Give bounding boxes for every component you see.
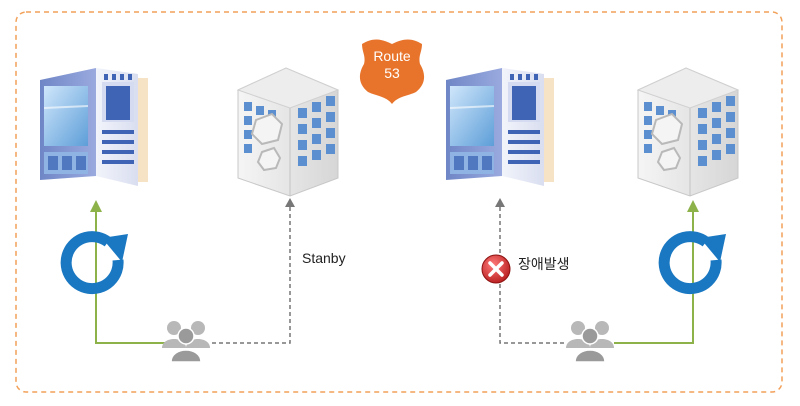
route53-label-line2: 53 xyxy=(384,65,400,81)
active-path-line xyxy=(95,210,168,344)
failover-path-line xyxy=(614,210,694,344)
backup-server-icon xyxy=(237,67,339,197)
users-icon xyxy=(161,320,211,363)
diagram-frame xyxy=(15,11,783,393)
standby-path-line xyxy=(212,206,291,344)
route53-shield-icon xyxy=(359,39,425,104)
failover-arrow-icon-right xyxy=(664,234,726,289)
users-icon-right xyxy=(565,320,615,363)
failover-arrow-icon xyxy=(66,234,128,289)
standby-path-arrowhead xyxy=(285,198,295,207)
route53-label-line1: Route xyxy=(373,48,411,64)
backup-server-active-icon xyxy=(637,67,739,197)
standby-label: Stanby xyxy=(302,250,346,266)
failure-label: 장애발생 xyxy=(518,256,570,272)
error-icon xyxy=(481,254,511,284)
active-path-arrowhead xyxy=(90,200,102,212)
primary-server-icon xyxy=(39,67,149,187)
failed-path-arrowhead xyxy=(495,198,505,207)
failed-path-line xyxy=(499,206,564,344)
route53-label: Route 53 xyxy=(352,48,432,82)
failover-path-arrowhead xyxy=(687,200,699,212)
primary-server-failed-icon xyxy=(445,67,555,187)
